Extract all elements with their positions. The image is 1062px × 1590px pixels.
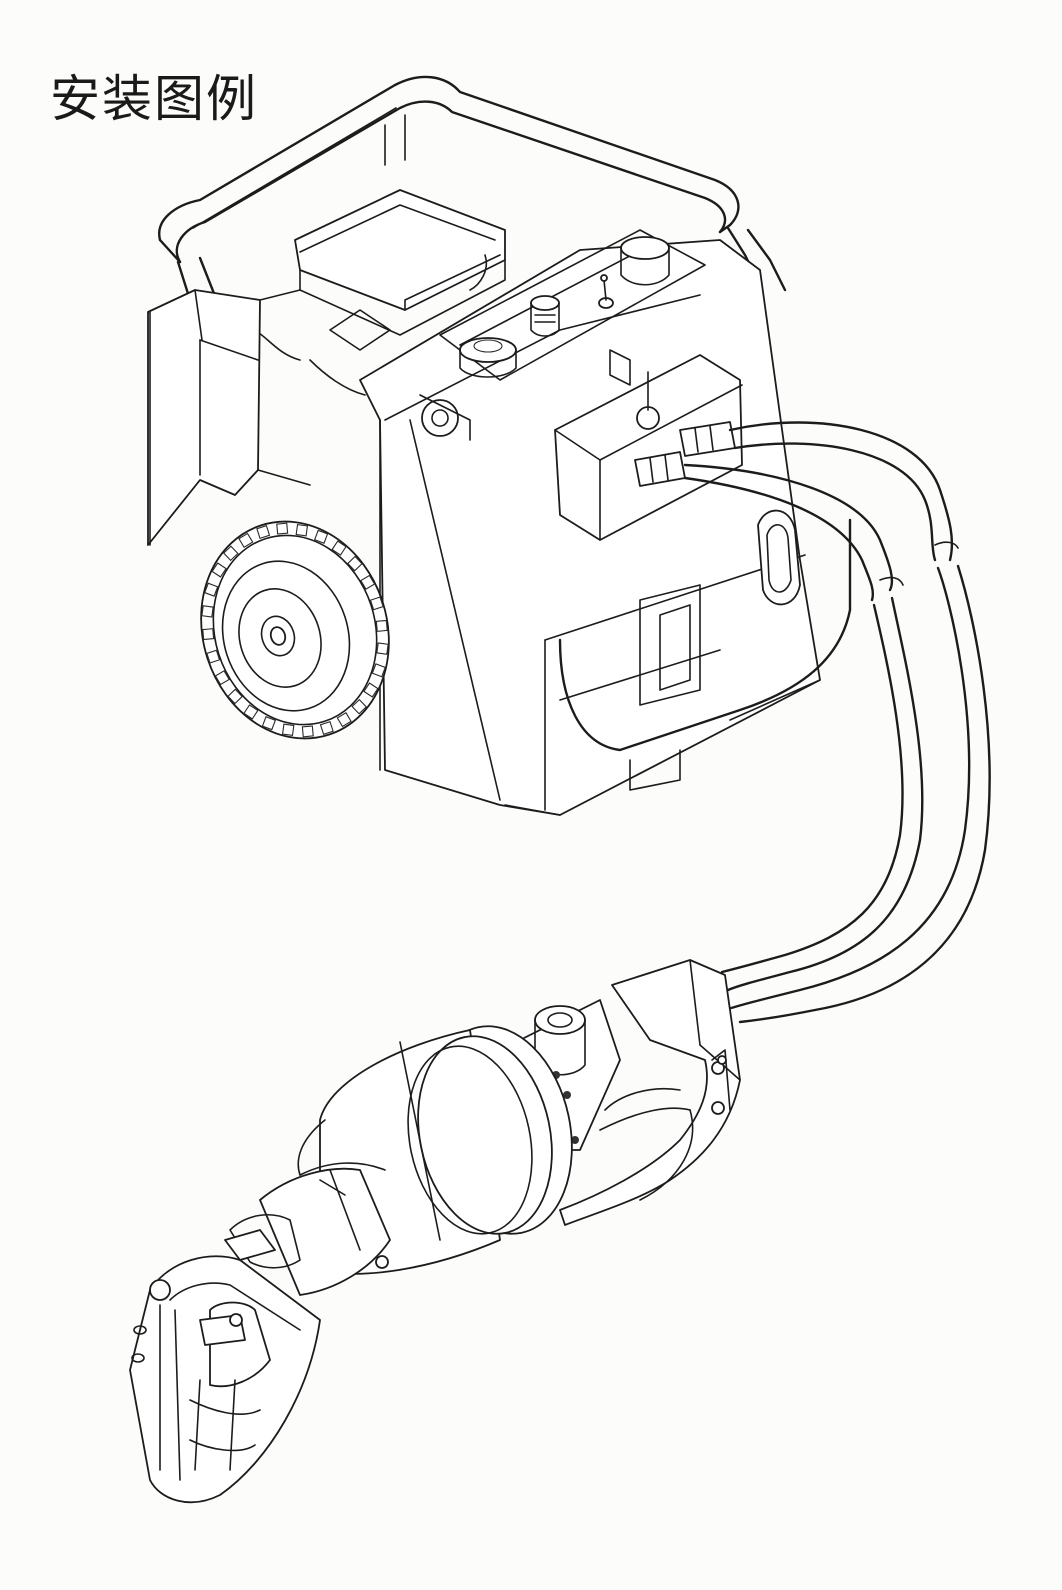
hinge-knob	[419, 394, 471, 441]
tread-block	[360, 574, 376, 590]
tread-block	[351, 698, 368, 715]
filler-cap	[459, 337, 517, 378]
tread-block	[313, 529, 329, 544]
pressure-valve	[530, 295, 560, 337]
tread-block	[371, 663, 386, 678]
tread-block	[336, 711, 352, 728]
reservoir-cap	[620, 236, 670, 286]
tread-block	[204, 582, 219, 597]
tread-block	[238, 532, 254, 549]
crimping-head	[129, 1214, 321, 1504]
tool-cylinder	[297, 1025, 573, 1275]
tread-block	[319, 721, 334, 735]
pump-unit	[147, 75, 852, 816]
toggle-switch	[598, 274, 614, 309]
hydraulic-couplers	[634, 421, 736, 487]
tread-block	[202, 628, 215, 641]
wheel-tread	[201, 522, 389, 738]
top-controls	[459, 236, 670, 430]
left-housing	[147, 289, 311, 546]
tread-block	[214, 670, 230, 686]
tread-block	[375, 619, 388, 632]
engine-cover	[254, 189, 506, 396]
tread-block	[243, 704, 259, 720]
tread-block	[376, 642, 389, 655]
tread-block	[256, 525, 271, 539]
figure-title: 安装图例	[50, 70, 258, 128]
tread-block	[301, 725, 314, 738]
tread-block	[281, 723, 295, 737]
tread-block	[201, 605, 214, 618]
tread-block	[276, 522, 289, 535]
tread-block	[331, 540, 347, 556]
tread-block	[347, 555, 363, 572]
tread-block	[369, 596, 384, 611]
hydraulic-hoses	[683, 421, 991, 1024]
tread-block	[222, 545, 239, 562]
carry-handle-frame	[158, 75, 787, 302]
tool-handle	[559, 959, 741, 1226]
tread-block	[363, 682, 379, 698]
tread-block	[295, 523, 309, 537]
tread-block	[206, 649, 221, 664]
tread-block	[227, 688, 243, 705]
tread-block	[211, 562, 227, 578]
tread-block	[261, 716, 277, 731]
control-lever	[636, 371, 660, 430]
control-housing	[359, 229, 852, 816]
crimping-tool	[129, 959, 741, 1504]
wheel	[200, 520, 390, 740]
